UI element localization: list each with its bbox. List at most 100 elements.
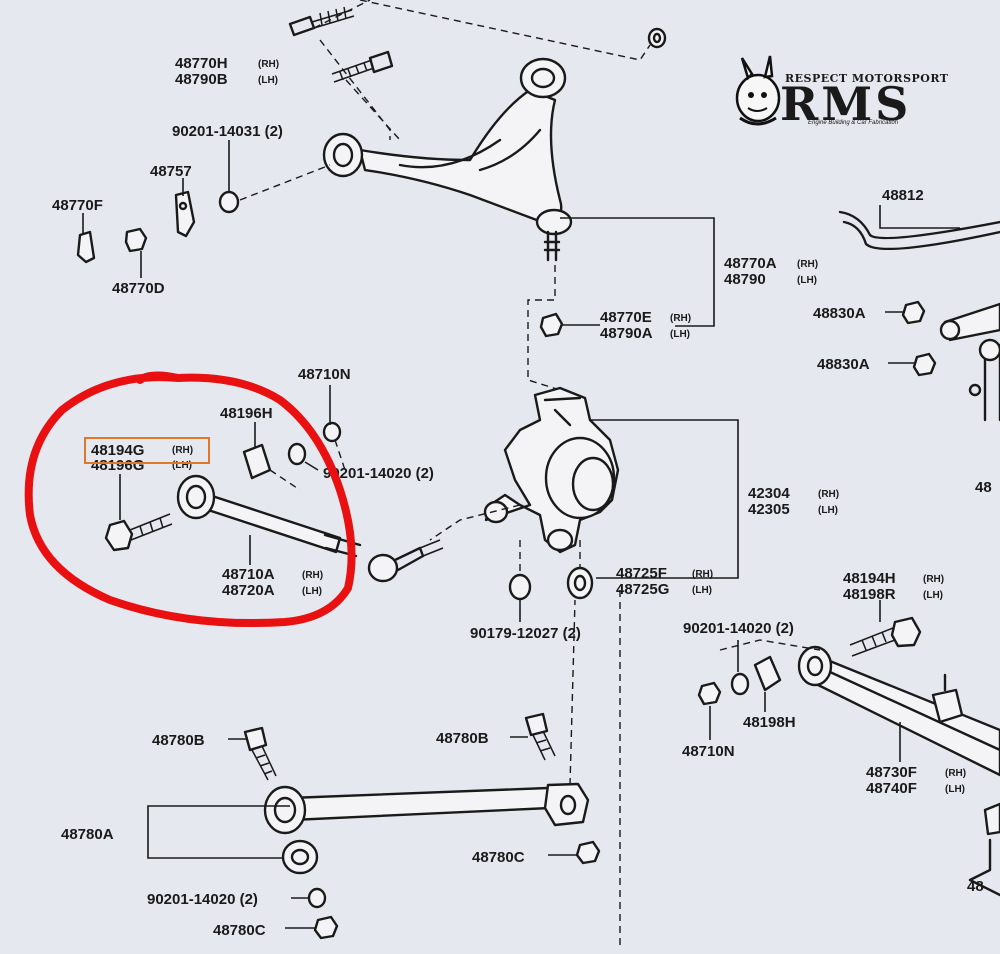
bolt-48780b-mid — [524, 712, 556, 761]
nut-48770d — [124, 227, 148, 253]
rabbit-mascot-icon — [735, 55, 781, 126]
bolt-48780b-left — [243, 726, 277, 781]
rms-logo: RESPECT MOTORSPORT RMS Engine Building &… — [735, 55, 948, 131]
side-42304: (RH) — [818, 489, 839, 500]
bracket-bottom-right — [968, 802, 1000, 897]
toe-arm-48710a — [176, 474, 444, 583]
label-48194g: 48194G — [91, 442, 144, 459]
nut-48830a-upper — [901, 300, 926, 325]
label-48790: 48790 — [724, 271, 766, 288]
side-48725f: (RH) — [692, 569, 713, 580]
logo-subline: Engine Building & Car Fabrication — [808, 120, 899, 126]
label-48770d: 48770D — [112, 280, 165, 297]
nut-48710n-right — [697, 681, 722, 706]
label-48-bottom-cut: 48 — [967, 878, 984, 895]
red-highlight-circle — [24, 371, 356, 628]
clip-48770f — [76, 230, 96, 264]
label-48812: 48812 — [882, 187, 924, 204]
label-48194h: 48194H — [843, 570, 896, 587]
leader-48780a — [147, 805, 290, 859]
side-48198r: (LH) — [923, 590, 943, 601]
cam-plate-48196h — [242, 443, 272, 480]
nut-48770e — [539, 312, 564, 338]
label-48740f: 48740F — [866, 780, 917, 797]
side-48194g: (RH) — [172, 445, 193, 456]
nut-48830a-lower — [912, 352, 937, 377]
washer-90201-14020-right — [730, 672, 750, 696]
label-48780a: 48780A — [61, 826, 114, 843]
washer-90201-14020-mid — [287, 442, 307, 466]
upper-control-arm — [322, 57, 573, 262]
logo-brand: RMS — [780, 77, 911, 131]
label-48198r: 48198R — [843, 586, 896, 603]
label-42304: 42304 — [748, 485, 790, 502]
side-48740f: (LH) — [945, 784, 965, 795]
label-42305: 42305 — [748, 501, 790, 518]
dashed-line-right — [619, 590, 821, 949]
dashed-line-mid — [269, 439, 346, 491]
dashed-line-knuckle — [429, 504, 581, 580]
label-48790a: 48790A — [600, 325, 653, 342]
label-48710n-top: 48710N — [298, 366, 351, 383]
rear-axle-carrier-knuckle — [483, 386, 620, 554]
side-48720a: (LH) — [302, 586, 322, 597]
label-48780c-mid: 48780C — [472, 849, 525, 866]
orange-highlight-box — [84, 437, 210, 464]
cam-plate-48198h — [753, 655, 782, 692]
label-48730f: 48730F — [866, 764, 917, 781]
label-48780c-bottom: 48780C — [213, 922, 266, 939]
bolt-48790b — [331, 50, 394, 83]
label-48830a-lower: 48830A — [817, 356, 870, 373]
bracket-48757 — [174, 190, 196, 238]
stabilizer-link — [939, 302, 1000, 422]
leader-48770a — [560, 217, 715, 327]
upper-bolt-48770h — [288, 6, 355, 37]
label-48198h: 48198H — [743, 714, 796, 731]
label-48757: 48757 — [150, 163, 192, 180]
label-48720a: 48720A — [222, 582, 275, 599]
side-48790a: (LH) — [670, 329, 690, 340]
nut-48710n — [322, 421, 342, 443]
label-48710n-right: 48710N — [682, 743, 735, 760]
label-48770h: 48770H — [175, 55, 228, 72]
leader-42304 — [590, 419, 739, 579]
side-48194h: (RH) — [923, 574, 944, 585]
side-48770e: (RH) — [670, 313, 691, 324]
label-48790b: 48790B — [175, 71, 228, 88]
side-48196g: (LH) — [172, 460, 192, 471]
label-90201-14020-right: 90201-14020 (2) — [683, 620, 794, 637]
label-48770e: 48770E — [600, 309, 652, 326]
label-90201-14020-mid: 90201-14020 (2) — [323, 465, 434, 482]
side-48770a: (RH) — [797, 259, 818, 270]
bushing-48725f — [566, 566, 594, 600]
label-48830a-upper: 48830A — [813, 305, 866, 322]
side-42305: (LH) — [818, 505, 838, 516]
dashed-line-top-1 — [313, 0, 651, 141]
cam-bolt-48194g — [104, 513, 173, 552]
bolt-48194h — [849, 616, 922, 657]
label-48770f: 48770F — [52, 197, 103, 214]
side-48790b: (LH) — [258, 75, 278, 86]
label-48710a: 48710A — [222, 566, 275, 583]
leader-90201-mid — [304, 461, 319, 471]
label-48196h: 48196H — [220, 405, 273, 422]
small-nut-top-right — [647, 27, 667, 49]
label-48725g: 48725G — [616, 581, 669, 598]
label-48770a: 48770A — [724, 255, 777, 272]
label-90179-12027: 90179-12027 (2) — [470, 625, 581, 642]
side-48710a: (RH) — [302, 570, 323, 581]
lower-arm-48730f — [797, 645, 1000, 777]
washer-90201-14031 — [218, 190, 240, 214]
nut-90179-12027 — [508, 573, 532, 601]
side-48790: (LH) — [797, 275, 817, 286]
label-48780b-left: 48780B — [152, 732, 205, 749]
washer-90201-14020-bottom — [307, 887, 327, 909]
side-48770h: (RH) — [258, 59, 279, 70]
label-48725f: 48725F — [616, 565, 667, 582]
label-48-cut: 48 — [975, 479, 992, 496]
label-48780b-mid: 48780B — [436, 730, 489, 747]
label-90201-14020-bottom: 90201-14020 (2) — [147, 891, 258, 908]
dashed-line-top-2 — [239, 164, 561, 391]
